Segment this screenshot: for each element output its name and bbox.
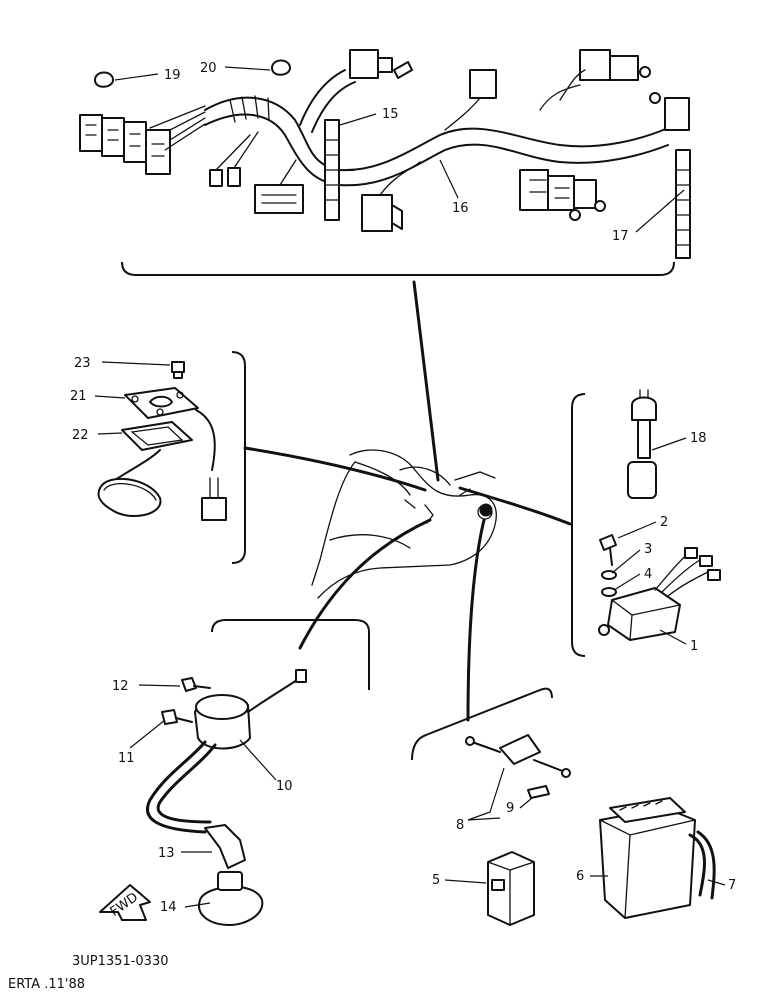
fuel-sender-group: [97, 351, 246, 564]
callout-17: 17: [612, 229, 629, 244]
callout-labels: 19 20 15 16 17 23 21 22 18 2 3 4 1 12 11…: [70, 61, 736, 915]
wire-harness: [79, 49, 691, 259]
callout-10: 10: [276, 779, 293, 794]
fwd-arrow: FWD: [99, 884, 151, 921]
callout-13: 13: [158, 846, 175, 861]
callout-4: 4: [644, 567, 652, 582]
callout-8: 8: [456, 818, 464, 833]
callout-5: 5: [432, 873, 440, 888]
callout-21: 21: [70, 389, 87, 404]
relay-fuse-group: [411, 687, 716, 926]
scooter-outline: [311, 449, 497, 599]
callout-16: 16: [452, 201, 469, 216]
ignition-coil-group: [146, 619, 370, 926]
callout-12: 12: [112, 679, 129, 694]
callout-14: 14: [160, 900, 177, 915]
callout-19: 19: [164, 68, 181, 83]
connection-lines: [243, 280, 572, 722]
callout-23: 23: [74, 356, 91, 371]
right-components-group: [571, 389, 721, 657]
callout-7: 7: [728, 878, 736, 893]
callout-leaders: [94, 66, 726, 908]
callout-18: 18: [690, 431, 707, 446]
callout-9: 9: [506, 801, 514, 816]
callout-20: 20: [200, 61, 217, 76]
callout-11: 11: [118, 751, 135, 766]
callout-15: 15: [382, 107, 399, 122]
callout-3: 3: [644, 542, 652, 557]
footer-mark: ERTA .11'88: [8, 977, 85, 991]
figure-code: 3UP1351-0330: [72, 954, 168, 969]
harness-group-bracket: [121, 261, 675, 276]
callout-6: 6: [576, 869, 584, 884]
callout-1: 1: [690, 639, 698, 654]
callout-2: 2: [660, 515, 668, 530]
callout-22: 22: [72, 428, 89, 443]
